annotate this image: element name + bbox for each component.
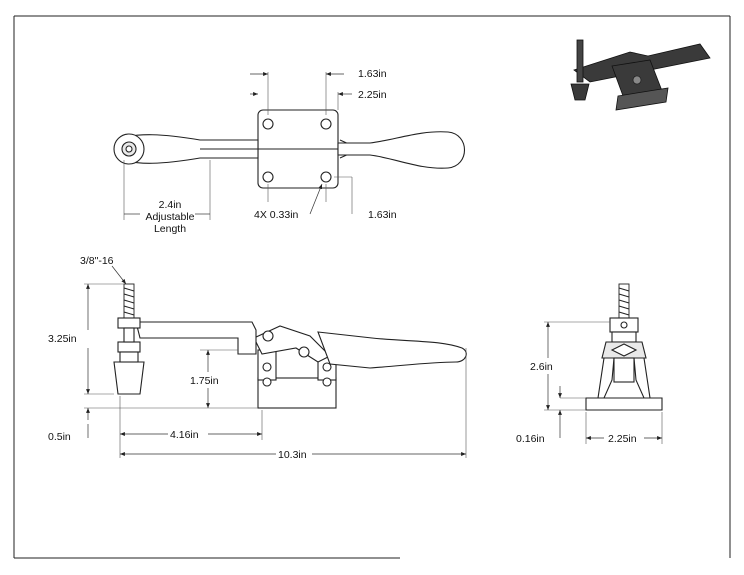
dim-label: 1.75in	[190, 375, 219, 387]
end-base	[585, 397, 663, 411]
top-handle	[337, 131, 465, 169]
sheet-border	[13, 15, 731, 559]
isometric-view	[570, 39, 711, 111]
dim-label: 2.4in	[159, 199, 182, 211]
dim-label: 4.16in	[170, 429, 199, 441]
top-mount-hole	[320, 171, 332, 183]
dim-label: 2.6in	[530, 361, 553, 373]
top-mount-hole	[320, 118, 332, 130]
dim-label: Adjustable	[145, 211, 194, 223]
dim-label: 3.25in	[48, 333, 77, 345]
dim-label: 10.3in	[278, 449, 307, 461]
side-clamp-arm	[135, 321, 257, 355]
dim-label: 4X 0.33in	[254, 209, 299, 221]
side-handle	[317, 331, 467, 369]
side-spindle	[113, 283, 145, 395]
dim-label: 2.25in	[358, 89, 387, 101]
dim-label: Length	[154, 223, 186, 235]
top-view: 1.63in 2.25in 2.4in Adjustable Length 4X…	[113, 68, 465, 235]
top-mount-hole	[262, 171, 274, 183]
top-mount-hole	[262, 118, 274, 130]
dim-label: 1.63in	[358, 68, 387, 80]
dim-label: 0.5in	[48, 431, 71, 443]
thread-label: 3/8"-16	[80, 255, 114, 267]
side-view: 3/8"-16 3.25in 1.75in 0.5in 4.16in 10.3i…	[48, 255, 467, 461]
side-spindle-tip	[113, 361, 145, 395]
dim-label: 1.63in	[368, 209, 397, 221]
dim-label: 0.16in	[516, 433, 545, 445]
end-view: 2.6in 0.16in 2.25in	[516, 283, 663, 445]
dim-label: 2.25in	[608, 433, 637, 445]
